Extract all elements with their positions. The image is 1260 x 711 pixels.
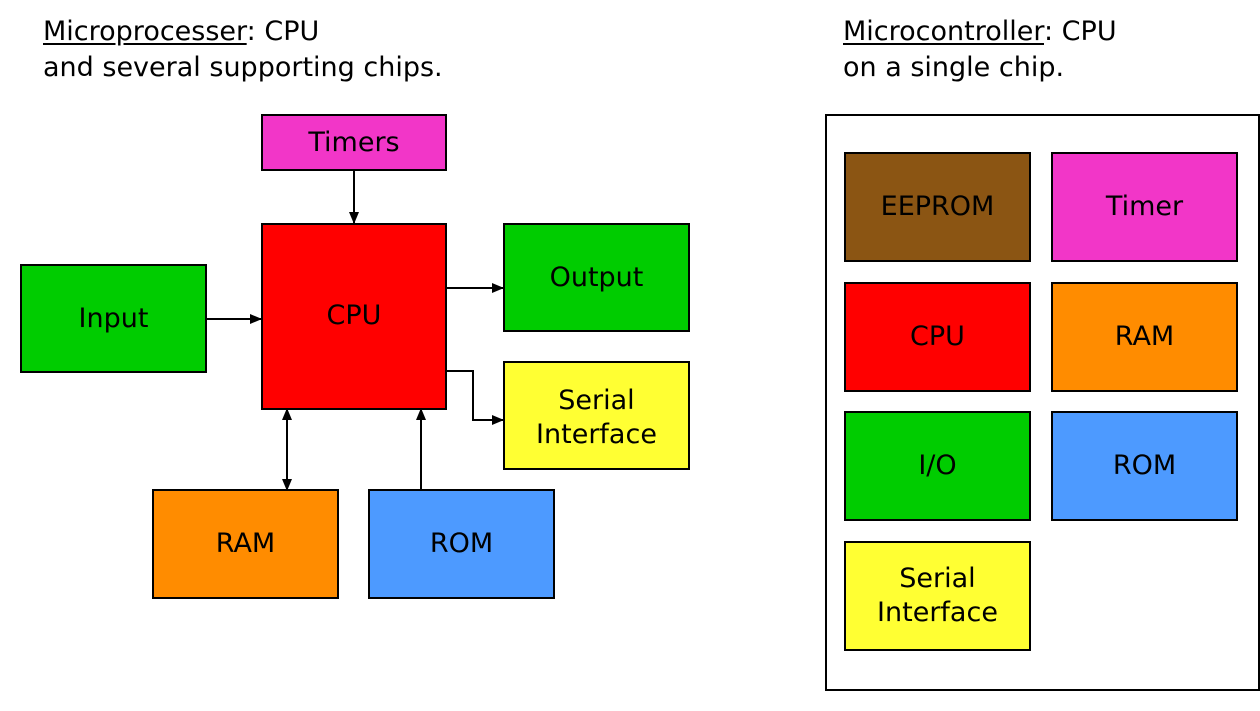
mp-output-label: Output	[549, 262, 644, 293]
mc-timer-label: Timer	[1105, 191, 1184, 222]
mp-serial-label: Serial Interface	[536, 385, 657, 450]
mc-timer-block: Timer	[1051, 152, 1238, 262]
mp-ram-label: RAM	[215, 528, 276, 559]
mc-ram-label: RAM	[1114, 321, 1175, 352]
microprocessor-caption-line2: and several supporting chips.	[43, 52, 443, 83]
mc-ram-block: RAM	[1051, 282, 1238, 392]
mc-serial-block: Serial Interface	[844, 541, 1031, 651]
microprocessor-caption-line1: Microprocesser: CPU	[43, 14, 443, 50]
microcontroller-caption: Microcontroller: CPU on a single chip.	[843, 14, 1117, 86]
mp-input-label: Input	[78, 302, 149, 334]
microprocessor-caption: Microprocesser: CPU and several supporti…	[43, 14, 443, 86]
mc-eeprom-block: EEPROM	[844, 152, 1031, 262]
mc-cpu-block: CPU	[844, 282, 1031, 392]
mp-rom-block: ROM	[368, 489, 555, 599]
mc-io-label: I/O	[918, 450, 957, 481]
microprocessor-term: Microprocesser	[43, 16, 247, 47]
microprocessor-caption-rest: : CPU	[246, 16, 320, 47]
mp-ram-block: RAM	[152, 489, 339, 599]
mp-rom-label: ROM	[429, 528, 494, 559]
microcontroller-caption-rest: : CPU	[1044, 16, 1117, 47]
mc-io-block: I/O	[844, 411, 1031, 521]
mp-timers-label: Timers	[308, 126, 400, 158]
microcontroller-caption-line2: on a single chip.	[843, 52, 1065, 83]
mc-serial-label: Serial Interface	[877, 563, 998, 628]
mp-serial-block: Serial Interface	[503, 361, 690, 470]
arrow-cpu-to-serial	[447, 370, 504, 425]
mc-cpu-label: CPU	[910, 321, 965, 352]
mp-output-block: Output	[503, 223, 690, 332]
mc-rom-label: ROM	[1112, 450, 1177, 481]
mc-rom-block: ROM	[1051, 411, 1238, 521]
mp-cpu-label: CPU	[326, 300, 382, 331]
microcontroller-term: Microcontroller	[843, 16, 1044, 47]
mp-input-block: Input	[20, 264, 207, 373]
mp-cpu-block: CPU	[261, 223, 447, 410]
mc-eeprom-label: EEPROM	[880, 191, 995, 222]
mp-timers-block: Timers	[261, 114, 447, 171]
microcontroller-caption-line1: Microcontroller: CPU	[843, 14, 1117, 50]
